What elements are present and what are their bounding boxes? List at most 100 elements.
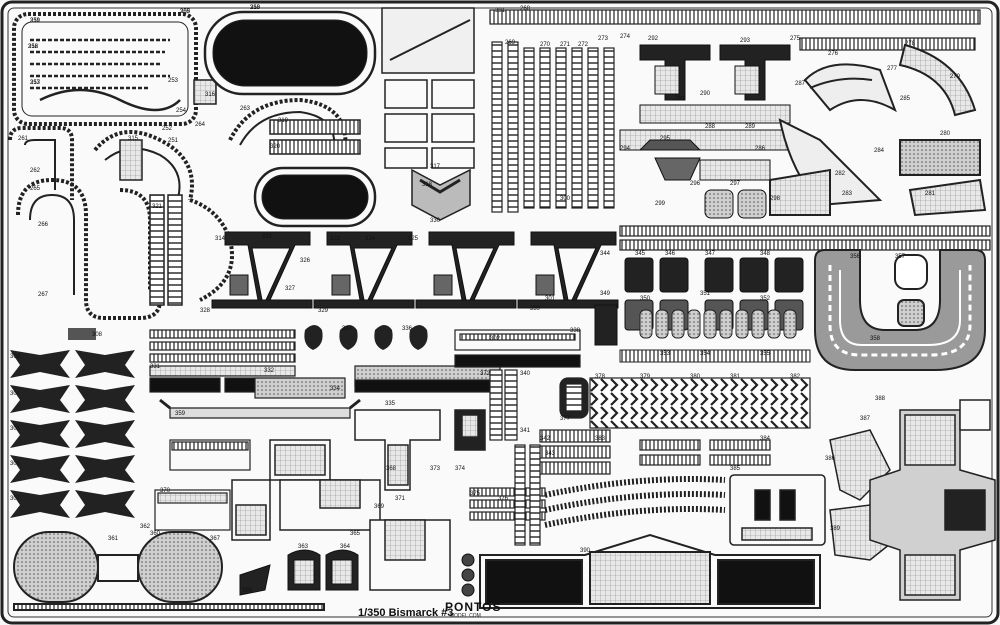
part-number-label: 353 <box>660 351 671 357</box>
part-number-label: 298 <box>770 196 781 202</box>
part-number-label: 291 <box>675 96 686 102</box>
part-number-label: 389 <box>830 526 841 532</box>
part-number-label: 371 <box>395 496 406 502</box>
part-number-label: 259 <box>30 18 41 24</box>
part-number-label: 357 <box>895 254 906 260</box>
stairs-chevrons <box>469 369 811 546</box>
part-number-label: 324 <box>365 236 376 242</box>
part-number-label: 320 <box>270 144 281 150</box>
part-number-label: 293 <box>740 38 751 44</box>
part-number-label: 280 <box>940 131 951 137</box>
part-number-label: 344 <box>600 251 611 257</box>
hull-plate <box>479 533 821 609</box>
part-number-label: 368 <box>386 466 397 472</box>
part-number-label: 330 <box>430 218 441 224</box>
part-number-label: 362 <box>140 524 151 530</box>
part-number-label: 256 <box>28 44 39 50</box>
part-number-label: 359 <box>175 411 186 417</box>
part-number-label: 310 <box>250 5 261 11</box>
bottom-brackets <box>239 549 475 597</box>
part-number-label: 263 <box>240 106 251 112</box>
part-number-label: 383 <box>595 436 606 442</box>
part-number-label: 315 <box>128 136 139 142</box>
part-number-label: 267 <box>38 292 49 298</box>
part-number-label: 264 <box>195 122 206 128</box>
part-number-label: 316 <box>205 92 216 98</box>
sheet-title: 1/350 Bismarck #3 <box>358 607 454 619</box>
part-number-label: 318 <box>422 182 433 188</box>
pulley-tools <box>304 325 428 350</box>
part-number-label: 325 <box>408 236 419 242</box>
brand-logo-text: PONTOS <box>445 600 502 614</box>
part-number-label: 356 <box>850 254 861 260</box>
curved-railings <box>544 476 726 528</box>
part-number-label: 314 <box>215 236 226 242</box>
t-shaped-panels <box>619 44 791 219</box>
part-number-label: 335 <box>385 401 396 407</box>
part-number-label: 285 <box>900 96 911 102</box>
deck-plates-center <box>231 409 486 591</box>
part-number-label: 358 <box>870 336 881 342</box>
part-number-label: 307 <box>10 496 21 502</box>
part-number-label: 391 <box>495 8 506 14</box>
part-number-label: 299 <box>655 201 666 207</box>
part-number-label: 262 <box>30 168 41 174</box>
part-number-label: 374 <box>455 466 466 472</box>
part-number-label: 346 <box>665 251 676 257</box>
part-number-label: 279 <box>950 74 961 80</box>
part-number-label: 292 <box>648 36 659 42</box>
part-number-label: 361 <box>108 536 119 542</box>
part-number-label: 302 <box>490 336 501 342</box>
part-number-label: 276 <box>828 51 839 57</box>
part-number-label: 334 <box>330 386 341 392</box>
part-number-label: 337 <box>342 326 353 332</box>
part-number-label: 305 <box>10 426 21 432</box>
part-number-label: 294 <box>620 146 631 152</box>
part-number-label: 251 <box>168 138 179 144</box>
inclined-ladders <box>489 9 981 213</box>
part-number-label: 300 <box>560 196 571 202</box>
part-number-label: 375 <box>470 491 481 497</box>
part-number-label: 284 <box>874 148 885 154</box>
part-number-label: 254 <box>176 108 187 114</box>
u-shaped-deck <box>814 249 986 371</box>
part-number-label: 308 <box>92 332 103 338</box>
part-number-label: 328 <box>200 308 211 314</box>
part-number-label: 296 <box>690 181 701 187</box>
part-number-label: 370 <box>160 488 171 494</box>
oval-plates <box>13 531 325 611</box>
part-number-label: 268 <box>520 6 531 12</box>
part-number-label: 382 <box>790 374 801 380</box>
part-number-label: 283 <box>842 191 853 197</box>
part-number-label: 288 <box>705 124 716 130</box>
part-number-label: 367 <box>210 536 221 542</box>
part-number-label: 319 <box>278 118 289 124</box>
part-number-label: 275 <box>790 36 801 42</box>
part-number-label: 339 <box>530 306 541 312</box>
part-number-label: 295 <box>660 136 671 142</box>
part-number-label: 274 <box>620 34 631 40</box>
part-number-label: 331 <box>150 364 161 370</box>
part-number-label: 340 <box>520 371 531 377</box>
support-frames <box>211 231 619 309</box>
part-number-label: 390 <box>580 548 591 554</box>
curved-shields <box>769 43 987 217</box>
part-number-label: 322 <box>262 234 273 240</box>
center-rails <box>149 329 581 531</box>
railing-group-left <box>8 12 361 320</box>
part-number-label: 381 <box>730 374 741 380</box>
part-number-label: 265 <box>30 186 41 192</box>
part-number-label: 313 <box>30 80 41 86</box>
part-number-label: 360 <box>150 531 161 537</box>
part-number-label: 350 <box>640 296 651 302</box>
part-number-label: 323 <box>330 236 341 242</box>
part-number-label: 385 <box>730 466 741 472</box>
bracket-column <box>10 328 135 518</box>
part-number-label: 349 <box>600 291 611 297</box>
part-number-label: 373 <box>430 466 441 472</box>
part-number-label: 270 <box>540 42 551 48</box>
part-number-label: 326 <box>300 258 311 264</box>
part-number-label: 354 <box>700 351 711 357</box>
